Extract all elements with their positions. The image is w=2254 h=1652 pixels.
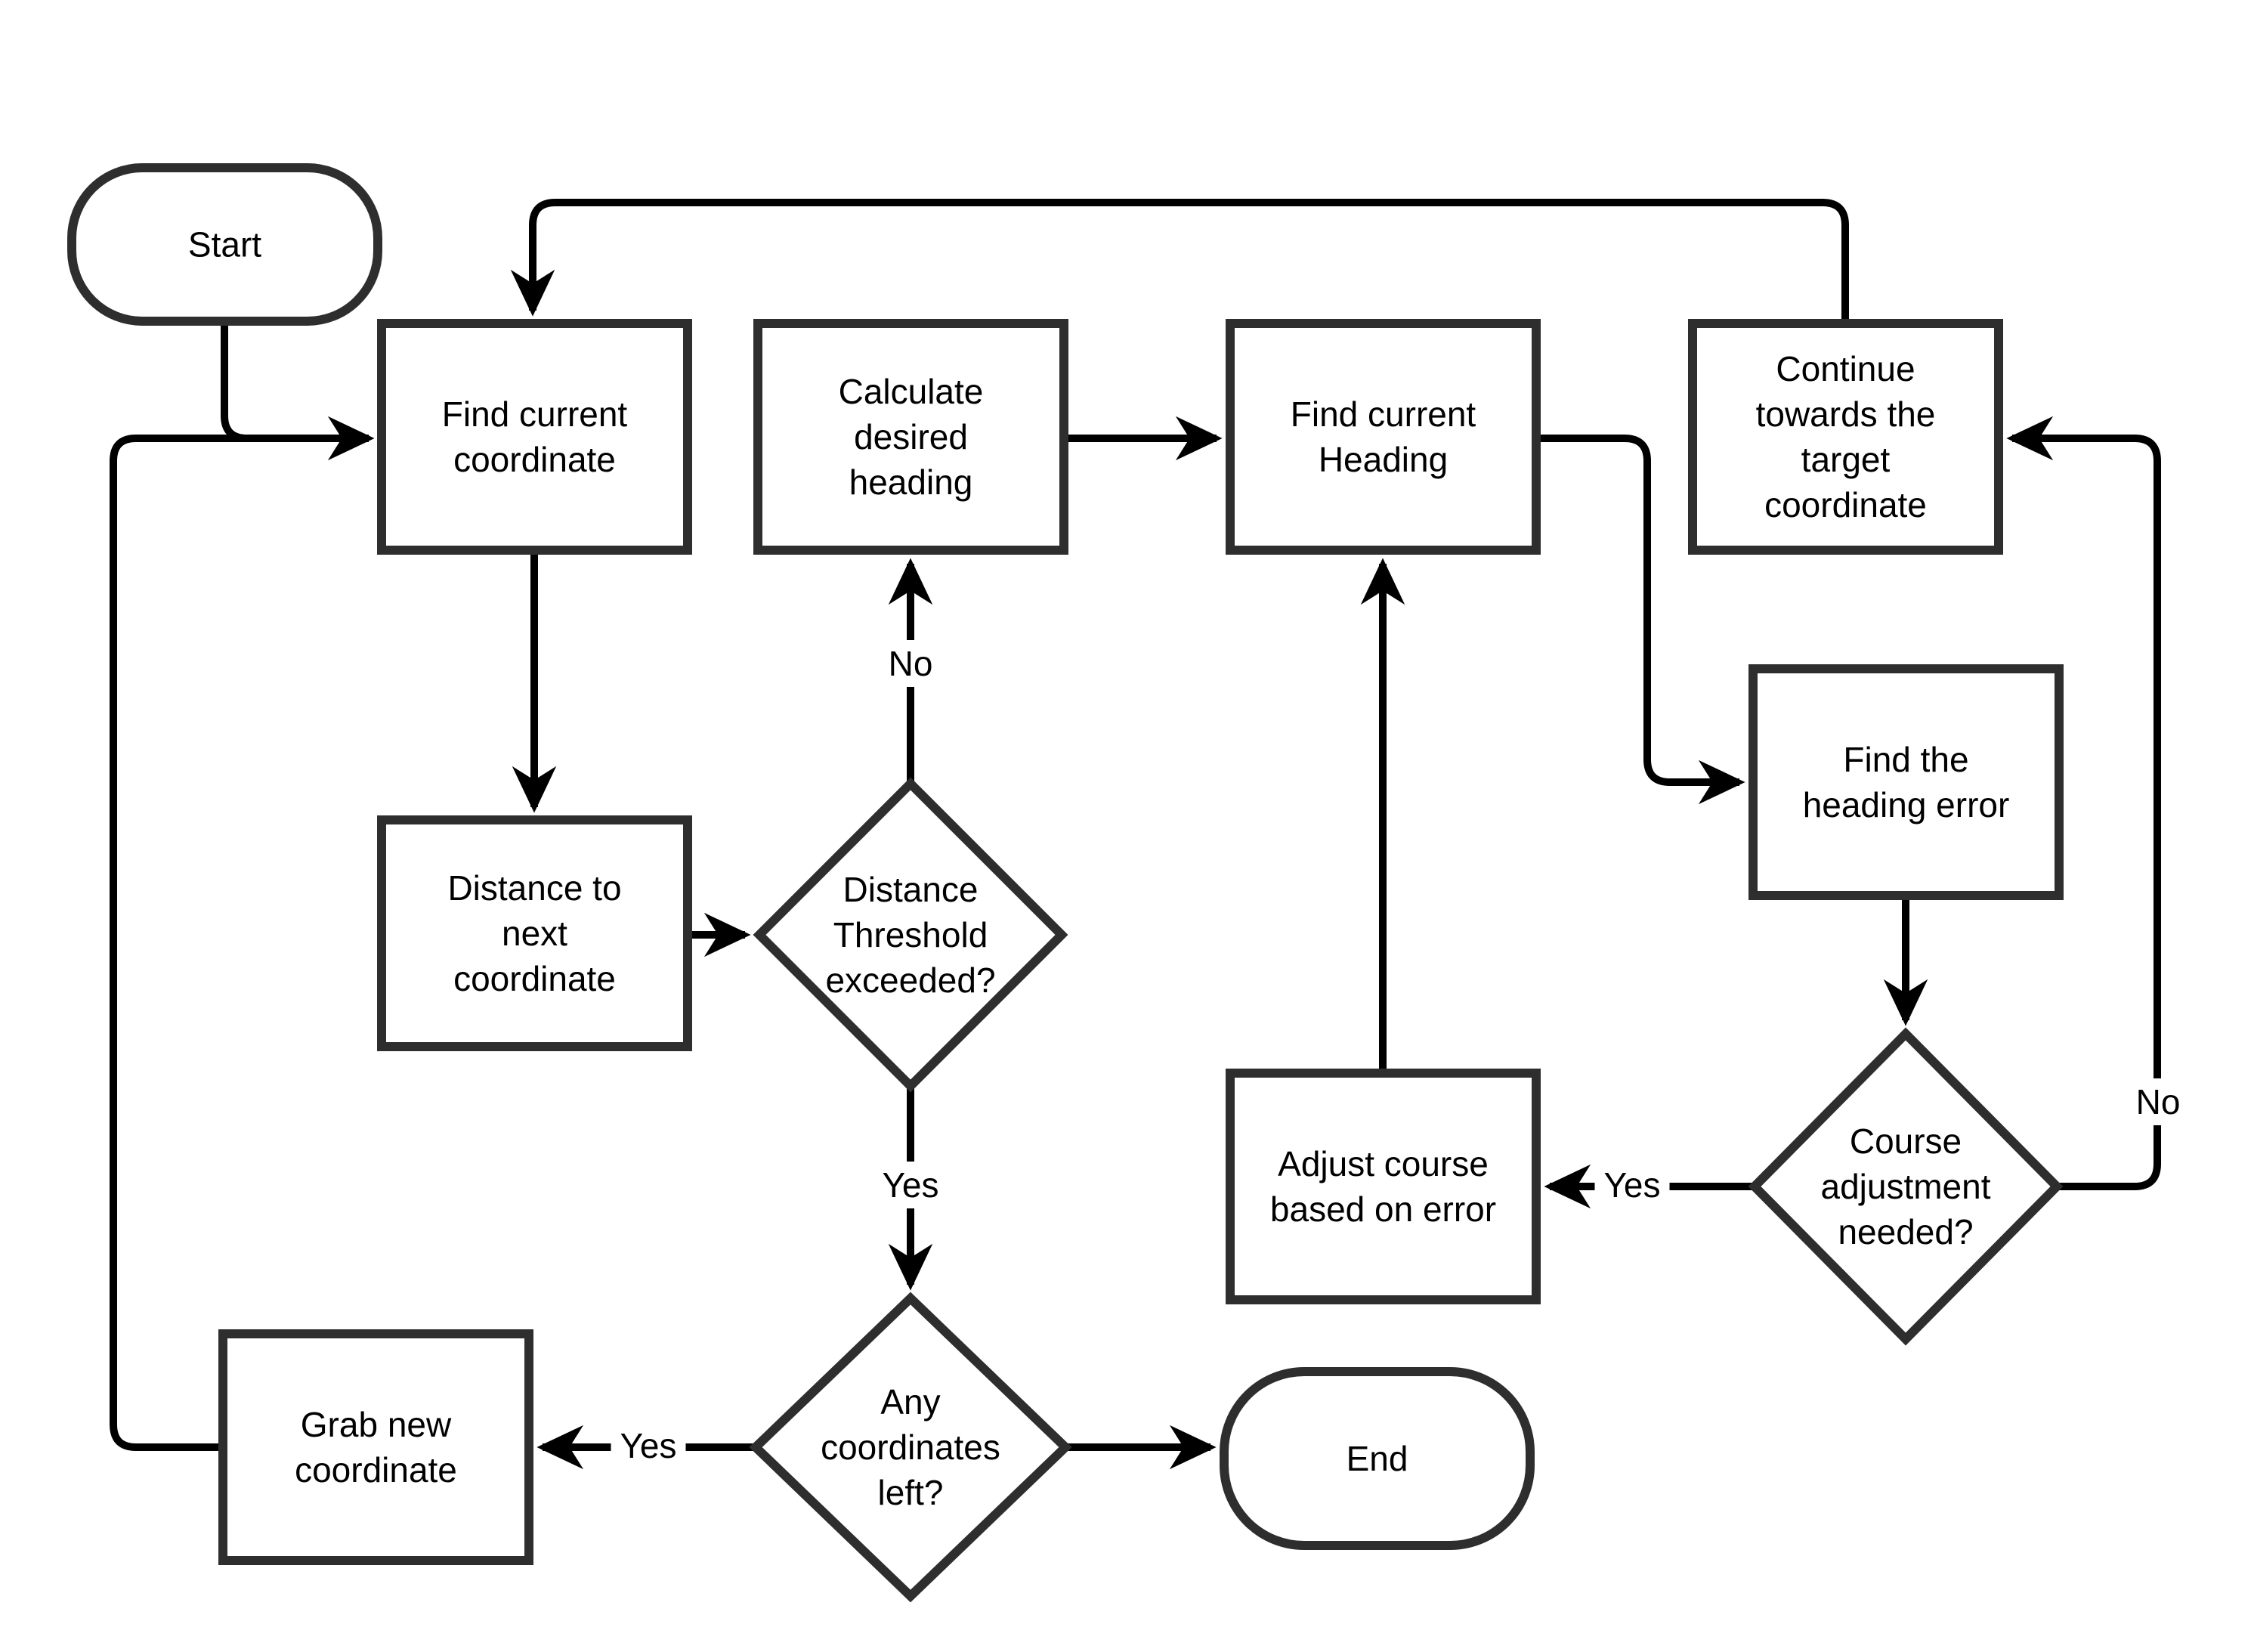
node-label-line: next <box>502 914 567 953</box>
node-label-line: Any <box>880 1382 940 1422</box>
node-shape-rect <box>377 815 692 1051</box>
node-shape-rect <box>1226 1069 1541 1304</box>
node-course-adjustment-needed: Course adjustment needed? <box>1748 1027 2064 1346</box>
node-label-line: Course <box>1850 1121 1962 1161</box>
node-distance-to-next-coordinate: Distance to next coordinate <box>377 815 692 1051</box>
node-shape-rect <box>1688 319 2003 555</box>
node-adjust-course: Adjust course based on error <box>1226 1069 1541 1304</box>
node-any-coordinates-left: Any coordinates left? <box>749 1292 1072 1603</box>
edge-continue-to-find-current-coordinate <box>510 199 1849 323</box>
edge-label-yes: Yes <box>620 1426 676 1465</box>
edge-label-plate <box>2131 1078 2185 1125</box>
node-shape-diamond <box>749 1292 1072 1603</box>
node-shape-diamond <box>753 777 1068 1093</box>
node-label-line: Find the <box>1843 740 1968 779</box>
node-label-line: Threshold <box>833 915 988 954</box>
node-find-heading-error: Find the heading error <box>1748 664 2064 900</box>
node-shape-terminator <box>1220 1367 1535 1550</box>
node-label-line: based on error <box>1270 1190 1496 1229</box>
node-label-line: Calculate <box>839 372 984 411</box>
edge-find-heading-to-heading-error <box>1536 435 1745 805</box>
node-label-line: coordinate <box>1764 485 1927 524</box>
edge-start-to-find-current-coordinate <box>221 321 363 442</box>
node-start: Start <box>67 163 382 326</box>
node-label-line: Find current <box>1291 394 1476 434</box>
edge-grab-new-to-find-current-coordinate <box>110 416 375 1451</box>
edge-label-plate <box>873 1162 948 1208</box>
edge-course-adjustment-to-continue <box>2006 416 2161 1190</box>
node-label-line: heading error <box>1803 785 2010 824</box>
node-calculate-desired-heading: Calculate desired heading <box>753 319 1068 555</box>
node-label-line: Continue <box>1776 349 1915 388</box>
node-label-line: target <box>1801 440 1891 479</box>
edge-label-plate <box>611 1422 686 1469</box>
node-grab-new-coordinate: Grab new coordinate <box>218 1329 533 1565</box>
node-shape-diamond <box>1748 1027 2064 1346</box>
node-end: End <box>1220 1367 1535 1550</box>
node-label-line: Heading <box>1319 440 1448 479</box>
node-label-line: adjustment <box>1820 1167 1990 1206</box>
node-label-line: coordinate <box>453 959 616 998</box>
node-label-line: Distance to <box>447 868 621 908</box>
node-label-line: Find current <box>442 394 628 434</box>
node-label-line: coordinate <box>295 1450 457 1490</box>
edge-label-no: No <box>2136 1082 2181 1121</box>
node-label-line: left? <box>878 1473 944 1512</box>
edge-label-plate <box>1594 1162 1670 1208</box>
node-label-line: Grab new <box>301 1405 452 1444</box>
edge-label-plate <box>883 640 938 687</box>
node-label-line: desired <box>854 417 968 456</box>
node-label-line: Adjust course <box>1278 1144 1489 1183</box>
node-shape-rect <box>377 319 692 555</box>
edge-label-no: No <box>889 644 933 683</box>
node-label-line: towards the <box>1756 394 1936 434</box>
node-shape-rect <box>218 1329 533 1565</box>
node-shape-terminator <box>67 163 382 326</box>
node-shape-rect <box>753 319 1068 555</box>
node-label-line: needed? <box>1838 1212 1973 1251</box>
node-label-line: exceeded? <box>825 961 995 1000</box>
node-continue-towards-target: Continue towards the target coordinate <box>1688 319 2003 555</box>
node-label-line: coordinate <box>453 440 616 479</box>
node-label-line: coordinates <box>821 1428 1000 1467</box>
node-find-current-coordinate: Find current coordinate <box>377 319 692 555</box>
edge-label-yes: Yes <box>1603 1165 1660 1205</box>
node-shape-rect <box>1748 664 2064 900</box>
edge-label-yes: Yes <box>882 1165 938 1205</box>
node-shape-rect <box>1226 319 1541 555</box>
node-label-line: Distance <box>843 870 979 909</box>
node-label-line: End <box>1347 1439 1408 1478</box>
node-label-line: heading <box>849 462 973 502</box>
node-label-line: Start <box>188 225 261 265</box>
